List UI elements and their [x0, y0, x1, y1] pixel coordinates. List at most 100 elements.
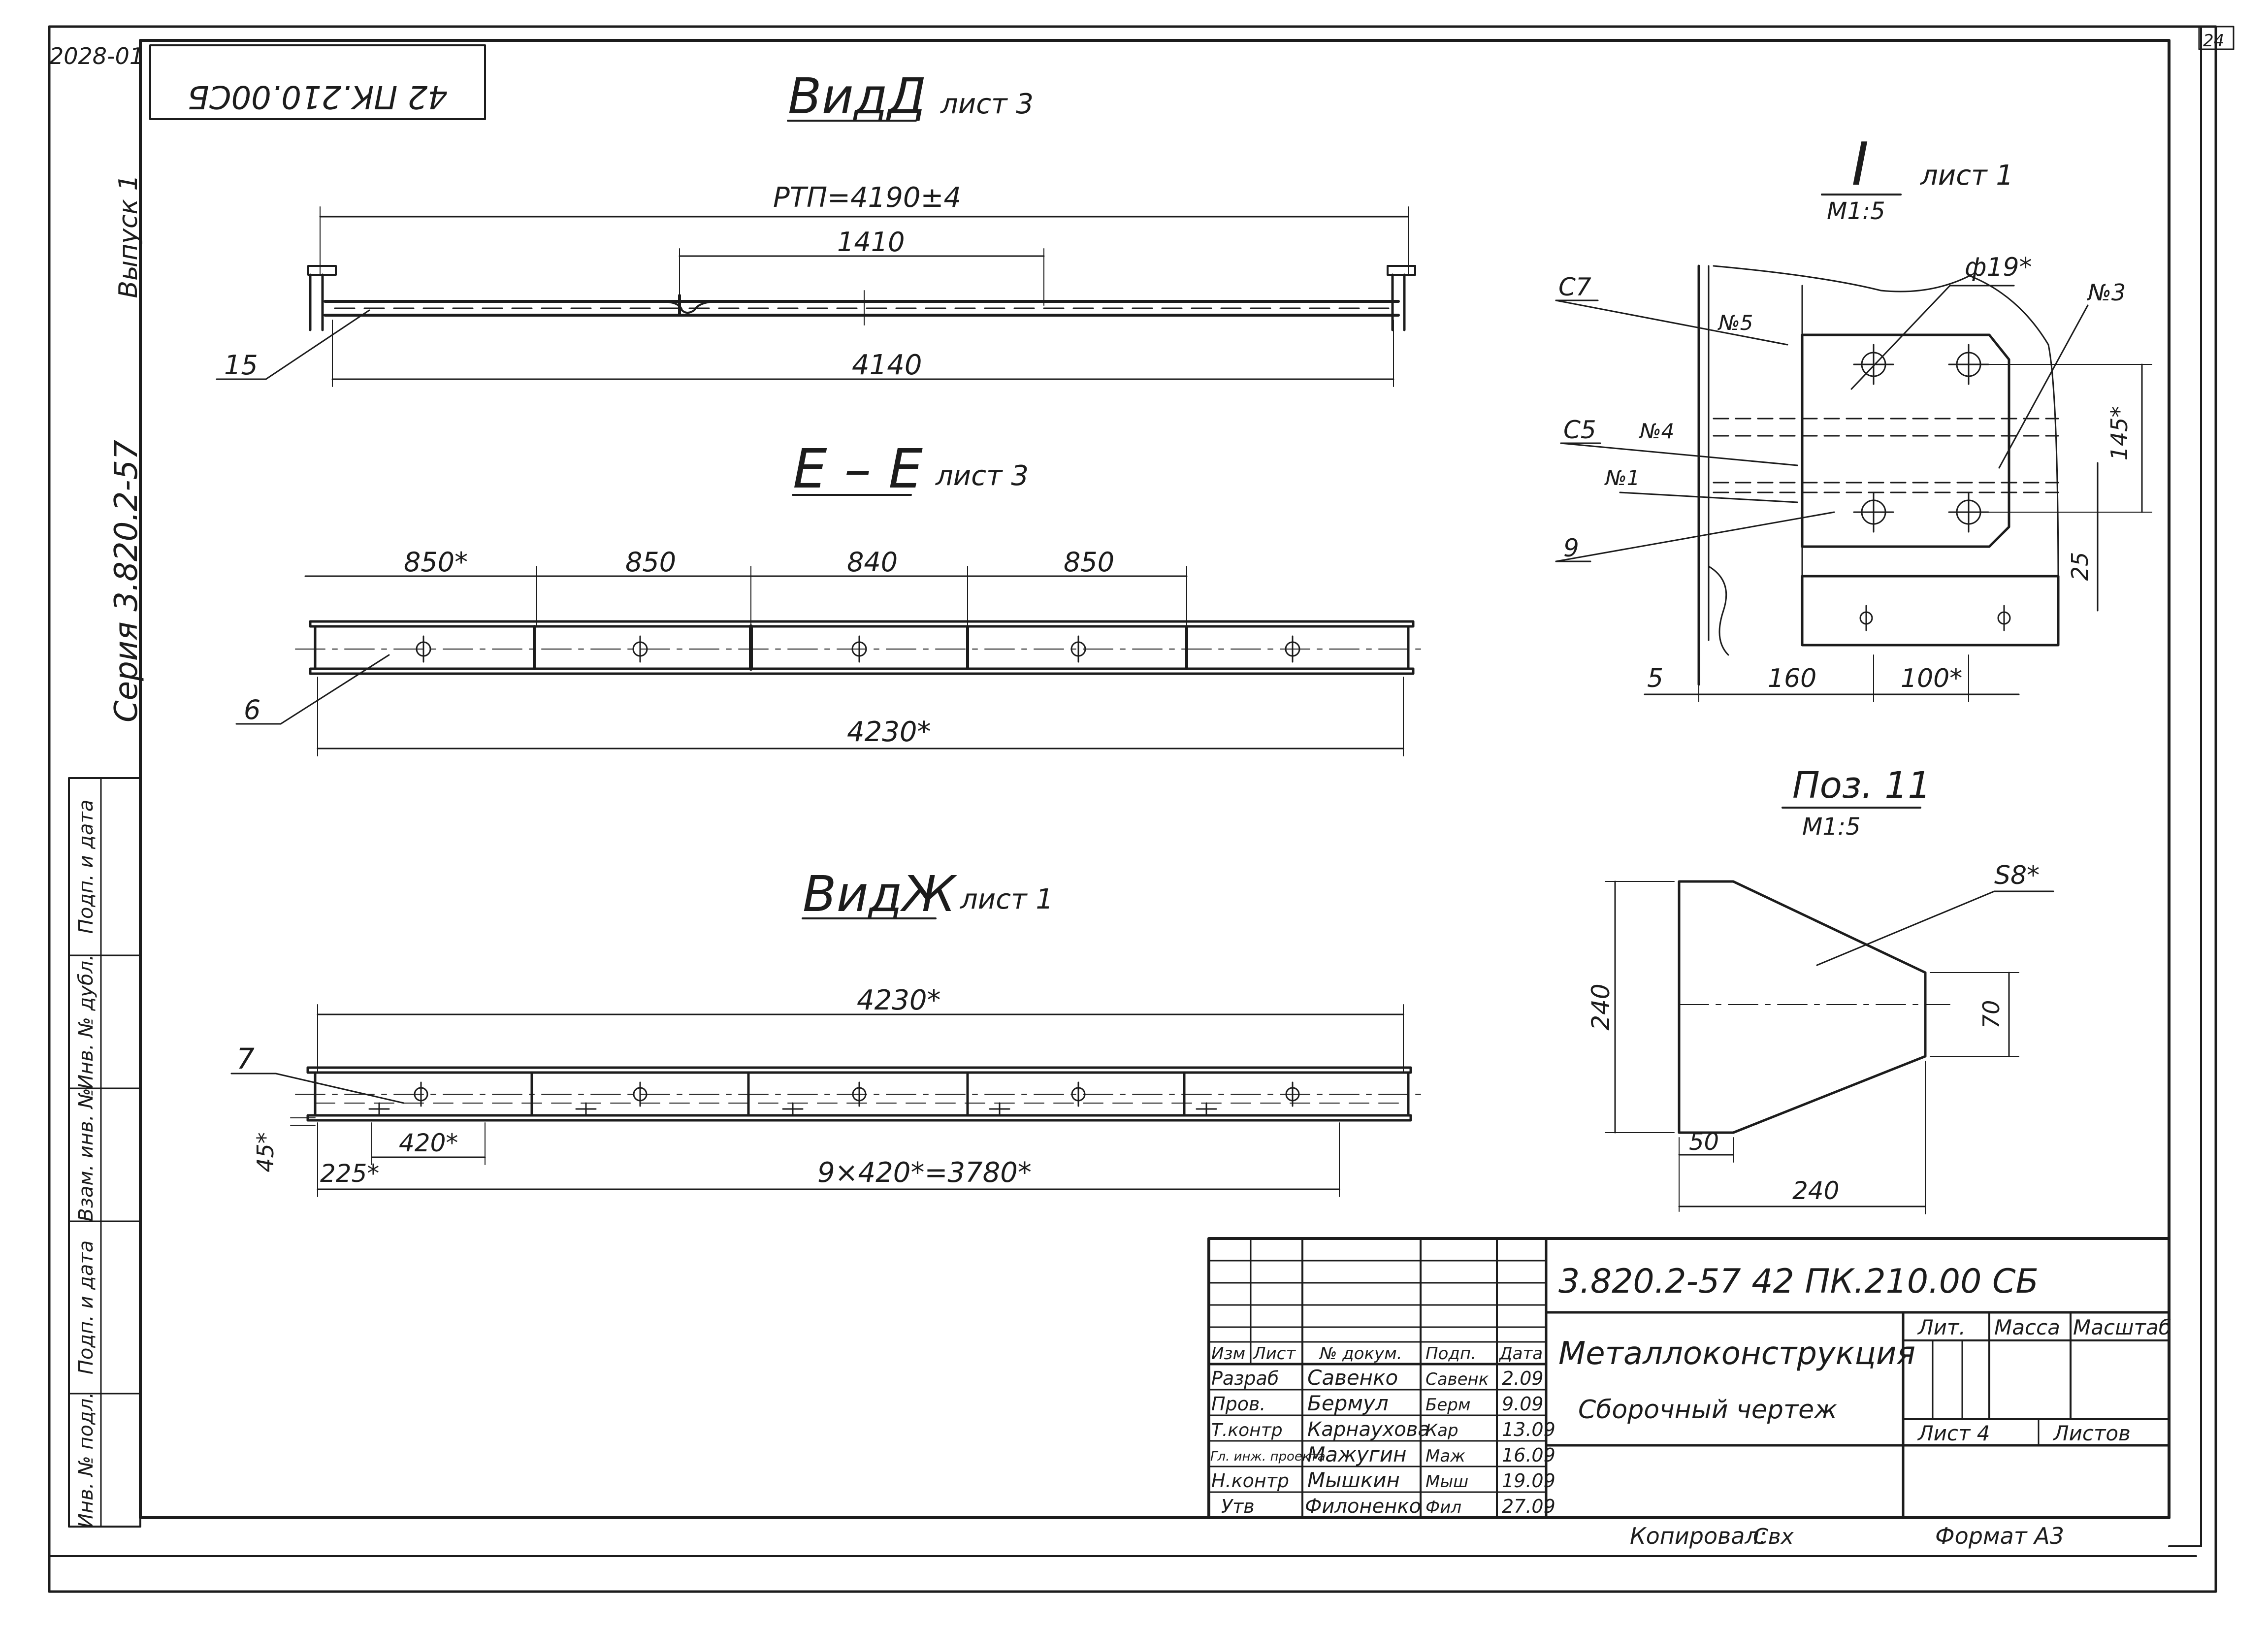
- tb-row1-role: Разраб: [1211, 1368, 1279, 1389]
- tb-row6-date: 27.09: [1502, 1496, 1555, 1517]
- tb-h-date: Дата: [1498, 1344, 1543, 1364]
- tb-sheets: Листов: [2052, 1421, 2131, 1445]
- section-e-ref: лист 3: [935, 460, 1029, 492]
- detail-i-hole: ф19*: [1965, 253, 2032, 282]
- view-d: ВидД лист 3 РТП=4190±4 1410 4140 15: [216, 67, 1416, 387]
- pos11-title: Поз. 11: [1792, 764, 1931, 807]
- tb-row5-date: 19.09: [1502, 1470, 1555, 1492]
- tb-row4-role: Гл. инж. проекта: [1210, 1449, 1326, 1464]
- detail-i-dim-100: 100*: [1901, 664, 1962, 693]
- stamp-code: 42 ПК.210.00СБ: [188, 78, 448, 115]
- detail-i-title: I: [1851, 130, 1869, 199]
- tb-scale: Масштаб: [2073, 1315, 2171, 1339]
- series-label: Серия 3.820.2-57: [108, 440, 145, 722]
- tb-row3-role: Т.контр: [1211, 1420, 1283, 1440]
- tb-row5-sign: Мыш: [1426, 1472, 1468, 1492]
- tb-copied-sign: Свх: [1753, 1524, 1794, 1549]
- view-zh-title: ВидЖ: [803, 865, 958, 923]
- tb-row2-name: Бермул: [1307, 1391, 1389, 1415]
- tb-h-sign: Подп.: [1426, 1344, 1476, 1364]
- pos11-thickness: S8*: [1994, 861, 2040, 890]
- sheet-frame: [48, 25, 2235, 1593]
- section-e-pos: 6: [244, 694, 260, 725]
- view-zh-dim-b: 420*: [399, 1129, 458, 1157]
- tb-row1-date: 2.09: [1502, 1368, 1544, 1389]
- tb-h-doc: № докум.: [1319, 1344, 1402, 1364]
- view-d-dim-bottom: 4140: [852, 349, 922, 381]
- view-d-dim-total: РТП=4190±4: [773, 182, 961, 214]
- section-e-dim-3: 840: [847, 547, 898, 578]
- tb-row6-role: Утв: [1221, 1496, 1255, 1517]
- detail-i-label-9: 9: [1563, 534, 1579, 562]
- tb-row4-date: 16.09: [1502, 1444, 1555, 1466]
- detail-i-label-n3: №3: [2086, 279, 2126, 306]
- section-e-dim-2: 850: [625, 547, 676, 578]
- tb-h-izm: Изм: [1211, 1344, 1245, 1364]
- tb-row4-name: Мажугин: [1307, 1442, 1407, 1466]
- approval-strip: Инв. № подл. Подп. и дата Взам. инв. № И…: [68, 777, 141, 1528]
- tb-copied: Копировал:: [1630, 1523, 1767, 1549]
- sheet-number: 24: [2203, 31, 2224, 51]
- tb-row6-sign: Фил: [1426, 1498, 1461, 1517]
- view-zh-dim-pitch: 9×420*=3780*: [817, 1157, 1032, 1189]
- pos11-scale: М1:5: [1802, 813, 1861, 841]
- tb-row3-date: 13.09: [1502, 1419, 1555, 1440]
- detail-i-label-n5: №5: [1717, 311, 1753, 335]
- detail-i-label-c5: С5: [1563, 416, 1596, 444]
- tb-row2-sign: Берм: [1426, 1395, 1470, 1415]
- section-e-dim-1: 850*: [404, 547, 468, 578]
- section-e-dim-total: 4230*: [847, 716, 931, 748]
- detail-i-label-c7: С7: [1558, 273, 1591, 301]
- tb-row4-sign: Маж: [1426, 1446, 1465, 1466]
- view-d-dim-mid: 1410: [837, 227, 905, 258]
- pos11-dim-50: 50: [1689, 1128, 1719, 1156]
- tb-row3-name: Карнаухова: [1307, 1418, 1430, 1441]
- tb-row3-sign: Кар: [1426, 1421, 1458, 1440]
- tb-row1-sign: Савенк: [1426, 1369, 1489, 1389]
- upside-down-stamp: 42 ПК.210.00СБ: [149, 44, 486, 120]
- view-zh-pos: 7: [236, 1042, 255, 1075]
- view-zh-dim-total: 4230*: [857, 984, 941, 1016]
- view-zh: ВидЖ лист 1 4230* 45*: [230, 865, 1428, 1197]
- tb-h-list: Лист: [1252, 1344, 1296, 1364]
- detail-i-scale: М1:5: [1827, 197, 1885, 225]
- tb-row5-role: Н.контр: [1211, 1470, 1289, 1492]
- title-block: 3.820.2-57 42 ПК.210.00 СБ Металлоконстр…: [1207, 1237, 2171, 1549]
- tb-row2-date: 9.09: [1502, 1393, 1544, 1415]
- tb-code: 3.820.2-57 42 ПК.210.00 СБ: [1558, 1262, 2039, 1301]
- strip-inv-dubl: Инв. № дубл.: [75, 954, 97, 1089]
- section-e: Е – Е лист 3 850* 850 840 850 4230*: [235, 437, 1428, 756]
- strip-inv-podl: Инв. № подл.: [75, 1392, 97, 1528]
- tb-sheet: Лист 4: [1917, 1421, 1990, 1445]
- detail-i-label-n1: №1: [1604, 466, 1640, 490]
- view-d-ref: лист 3: [940, 88, 1034, 120]
- tb-row2-role: Пров.: [1211, 1393, 1265, 1415]
- tb-name: Металлоконструкция: [1558, 1336, 1915, 1372]
- detail-i-dim-160: 160: [1768, 664, 1816, 693]
- section-e-dim-4: 850: [1064, 547, 1114, 578]
- view-zh-dim-a: 225*: [320, 1159, 379, 1188]
- view-zh-ref: лист 1: [960, 883, 1053, 915]
- sheet-code: 2028-01: [49, 43, 144, 69]
- view-d-title: ВидД: [788, 67, 926, 125]
- view-zh-dim-left: 45*: [252, 1132, 279, 1173]
- issue-label: Выпуск 1: [114, 174, 143, 298]
- strip-podp-2: Подп. и дата: [75, 800, 97, 934]
- tb-doc-type: Сборочный чертеж: [1578, 1395, 1837, 1425]
- tb-mass: Масса: [1994, 1315, 2060, 1339]
- pos11-dim-70: 70: [1978, 1000, 2005, 1029]
- pos11-dim-240h: 240: [1792, 1176, 1839, 1205]
- tb-format: Формат А3: [1935, 1523, 2064, 1549]
- tb-row5-name: Мышкин: [1307, 1468, 1400, 1492]
- pos11-dim-240v: 240: [1587, 983, 1615, 1030]
- section-e-title: Е – Е: [793, 437, 923, 500]
- detail-i-label-n4: №4: [1639, 419, 1674, 443]
- strip-vzam: Взам. инв. №: [75, 1088, 97, 1222]
- view-d-pos: 15: [224, 350, 258, 381]
- detail-i-dim-5: 5: [1647, 664, 1663, 693]
- tb-row6-name: Филоненко: [1305, 1495, 1421, 1518]
- tb-row1-name: Савенко: [1307, 1366, 1398, 1390]
- detail-i-dim-145: 145*: [2106, 406, 2133, 461]
- pos-11: Поз. 11 М1:5 S8* 240 70 50 240: [1587, 764, 2054, 1214]
